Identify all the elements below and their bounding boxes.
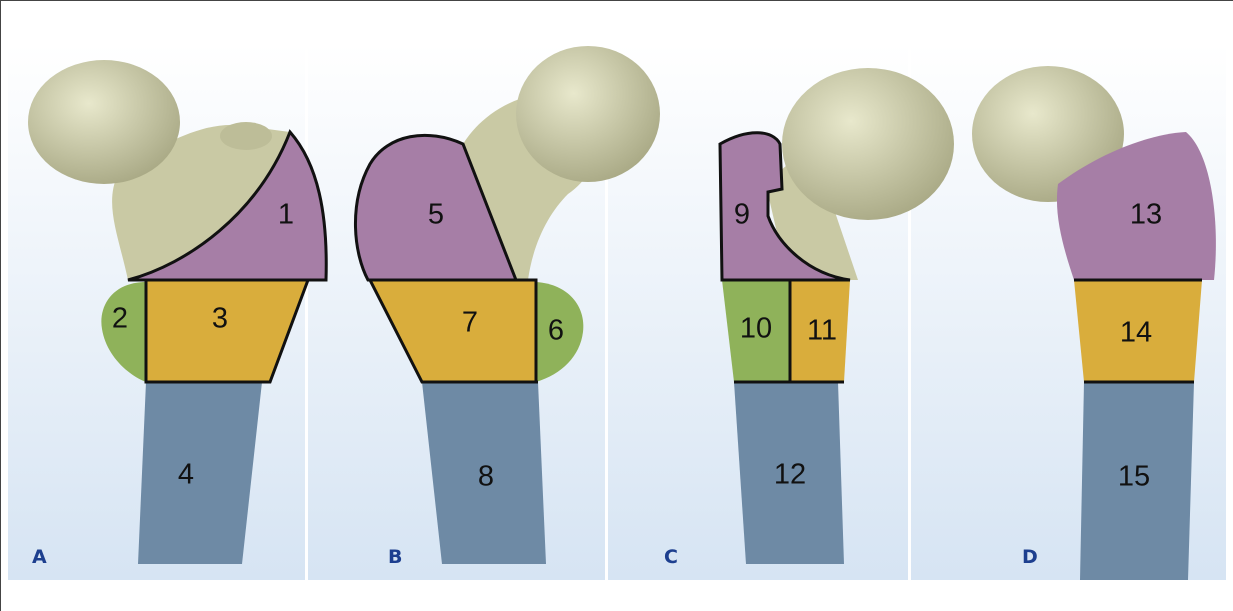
segment-label-1: 1 <box>278 199 294 231</box>
panel-label-b: B <box>388 546 402 568</box>
panel-label-c: C <box>664 546 678 568</box>
segment-label-3: 3 <box>212 303 228 335</box>
segment-label-9: 9 <box>734 199 750 231</box>
segment-label-6: 6 <box>548 315 564 347</box>
segment-label-5: 5 <box>428 199 444 231</box>
femoral-head <box>28 60 180 184</box>
panel-label-a: A <box>32 546 47 568</box>
segment-label-4: 4 <box>178 459 194 491</box>
segment-4-shaft <box>138 382 262 564</box>
segment-label-11: 11 <box>807 315 837 347</box>
femoral-head <box>516 46 660 182</box>
segment-label-7: 7 <box>462 307 478 339</box>
greater-trochanter-tip <box>220 122 272 150</box>
segment-label-14: 14 <box>1120 317 1152 349</box>
segment-label-10: 10 <box>740 313 772 345</box>
segment-label-13: 13 <box>1130 199 1162 231</box>
segment-label-2: 2 <box>112 303 128 335</box>
segment-label-12: 12 <box>774 459 806 491</box>
panel-label-d: D <box>1022 546 1038 568</box>
segment-label-15: 15 <box>1118 461 1150 493</box>
femur-diagram: 1 2 3 4 5 6 7 8 9 10 11 12 <box>8 44 1226 584</box>
segment-label-8: 8 <box>478 461 494 493</box>
femoral-head <box>782 68 954 220</box>
